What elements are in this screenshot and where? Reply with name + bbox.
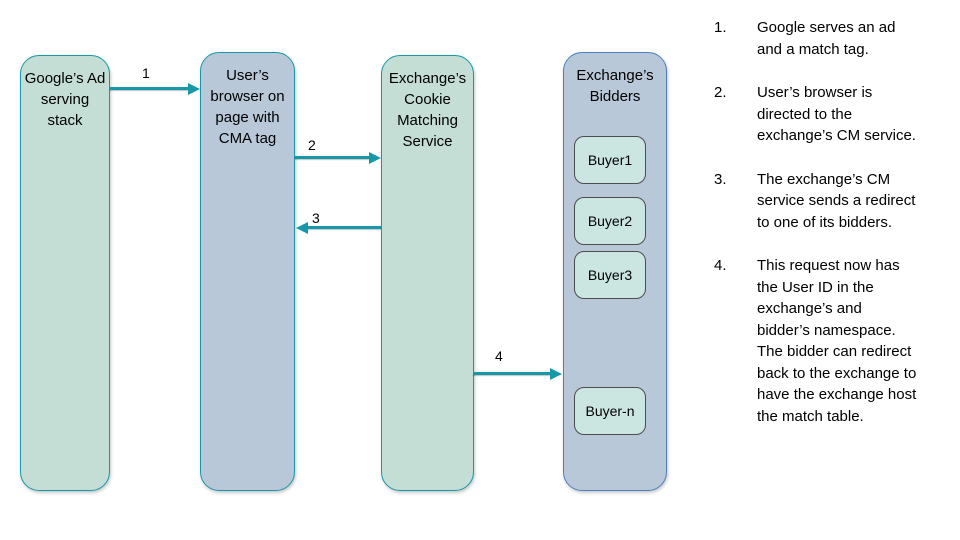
arrow-number-2: 2 — [308, 137, 316, 153]
step-text: The exchange’s CM service sends a redire… — [757, 170, 916, 231]
arrow-number-3: 3 — [312, 210, 320, 226]
step-item-2: 2. User’s browser is directed to the exc… — [700, 82, 936, 147]
step-number: 3. — [714, 170, 727, 188]
step-item-1: 1. Google serves an ad and a match tag. — [700, 17, 936, 60]
buyer-chip: Buyer2 — [574, 197, 646, 245]
node-exchange-bidders: Exchange’s Bidders Buyer1 Buyer2 Buyer3 … — [563, 52, 667, 491]
buyer-label: Buyer3 — [587, 267, 633, 283]
node-label: Exchange’s Cookie Matching Service — [388, 70, 467, 150]
node-label: User’s browser on page with CMA tag — [210, 67, 285, 147]
step-number: 1. — [714, 19, 727, 36]
step-number: 4. — [714, 257, 727, 274]
steps-list: 1. Google serves an ad and a match tag. … — [700, 17, 936, 449]
node-user-browser: User’s browser on page with CMA tag — [200, 52, 295, 491]
step-item-3: 3. The exchange’s CM service sends a red… — [700, 169, 936, 234]
node-label: Exchange’s Bidders — [576, 67, 654, 105]
node-cookie-matching-service: Exchange’s Cookie Matching Service — [381, 55, 474, 491]
node-google-ad-serving-stack: Google’s Ad serving stack — [20, 55, 110, 491]
flow-arrow-3-icon — [296, 221, 381, 234]
buyer-chip: Buyer3 — [574, 251, 646, 299]
node-label: Google’s Ad serving stack — [24, 70, 106, 129]
flow-arrow-2-icon — [295, 151, 381, 164]
arrow-number-1: 1 — [142, 65, 150, 81]
step-number: 2. — [714, 84, 727, 101]
arrow-number-4: 4 — [495, 348, 503, 364]
buyer-label: Buyer2 — [587, 213, 633, 229]
step-text: User’s browser is directed to the exchan… — [757, 84, 916, 144]
buyer-label: Buyer1 — [587, 152, 633, 168]
step-text: This request now has the User ID in the … — [757, 257, 917, 425]
step-text: Google serves an ad and a match tag. — [757, 19, 896, 58]
step-item-4: 4. This request now has the User ID in t… — [700, 255, 936, 427]
buyer-chip: Buyer1 — [574, 136, 646, 184]
buyer-label: Buyer-n — [585, 403, 635, 419]
flow-arrow-1-icon — [110, 82, 200, 95]
buyer-chip: Buyer-n — [574, 387, 646, 435]
flow-arrow-4-icon — [473, 367, 562, 380]
